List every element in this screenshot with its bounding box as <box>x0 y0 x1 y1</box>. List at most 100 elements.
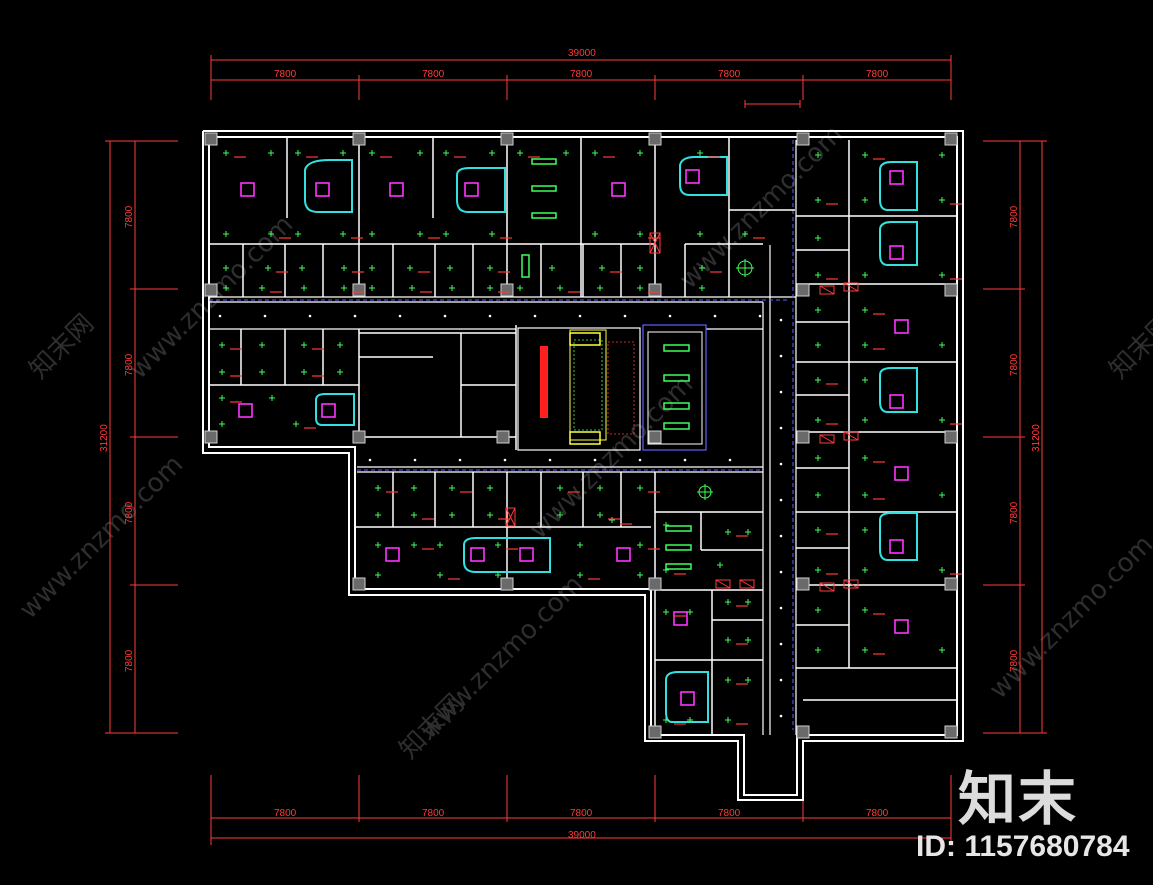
downlight-symbol <box>637 150 643 156</box>
corridor-light <box>263 314 267 318</box>
downlight-symbol <box>447 265 453 271</box>
downlight-symbol <box>375 512 381 518</box>
dimension-span-left: 7800 <box>124 205 135 228</box>
downlight-symbol <box>495 572 501 578</box>
downlight-symbol <box>663 567 669 573</box>
corridor-light <box>779 354 783 358</box>
downlight-symbol <box>219 369 225 375</box>
corridor-light <box>503 458 507 462</box>
corridor-light <box>779 714 783 718</box>
downlight-symbol <box>337 342 343 348</box>
downlight-symbol <box>687 717 693 723</box>
downlight-symbol <box>939 272 945 278</box>
watermark-text: www.znzmo.com <box>14 450 189 625</box>
downlight-symbol <box>939 492 945 498</box>
downlight-symbol <box>369 265 375 271</box>
linear-light-panels <box>521 158 692 570</box>
downlight-symbol <box>487 265 493 271</box>
corridor-light <box>218 314 222 318</box>
corridor-light-layer <box>218 314 783 718</box>
downlight-symbol <box>815 272 821 278</box>
downlight-symbol <box>341 265 347 271</box>
downlight-symbol <box>699 265 705 271</box>
corridor-light <box>779 678 783 682</box>
downlight-symbol <box>487 285 493 291</box>
room-partitions <box>209 137 957 735</box>
downlight-symbol <box>697 231 703 237</box>
downlight-symbol <box>745 599 751 605</box>
downlight-symbol <box>862 417 868 423</box>
corridor-light <box>779 498 783 502</box>
downlight-symbol <box>259 342 265 348</box>
downlight-symbol <box>301 369 307 375</box>
downlight-symbol <box>815 417 821 423</box>
dimension-span-right: 7800 <box>1009 353 1020 376</box>
downlight-symbol <box>815 455 821 461</box>
downlight-symbol <box>697 150 703 156</box>
downlight-symbol <box>299 265 305 271</box>
downlight-symbol <box>939 417 945 423</box>
downlight-symbol <box>259 369 265 375</box>
downlight-symbol <box>369 231 375 237</box>
downlight-symbol <box>862 647 868 653</box>
corridor-light <box>368 458 372 462</box>
corridor-light <box>353 314 357 318</box>
downlight-symbol <box>637 542 643 548</box>
downlight-symbol <box>487 485 493 491</box>
downlight-symbol <box>745 637 751 643</box>
watermark-text: 知末网 <box>394 689 470 765</box>
corridor-light <box>779 318 783 322</box>
shaft-symbols <box>505 232 859 592</box>
corridor-light <box>398 314 402 318</box>
dimension-span-right: 7800 <box>1009 205 1020 228</box>
dimension-span-top: 7800 <box>570 69 593 80</box>
downlight-symbol <box>337 369 343 375</box>
downlight-symbol <box>815 527 821 533</box>
downlight-symbol <box>443 150 449 156</box>
downlight-symbol <box>268 150 274 156</box>
downlight-symbol <box>862 492 868 498</box>
downlight-symbol <box>259 285 265 291</box>
corridor-light <box>488 314 492 318</box>
downlight-symbol <box>862 527 868 533</box>
downlight-symbol <box>592 150 598 156</box>
drawing-id-label: ID: 1157680784 <box>916 830 1130 863</box>
downlight-symbol <box>862 567 868 573</box>
corridor-light <box>443 314 447 318</box>
corridor-light <box>413 458 417 462</box>
watermark-text: www.znzmo.com <box>674 120 849 295</box>
downlight-symbol <box>725 529 731 535</box>
watermark-text: 知末网 <box>24 309 100 385</box>
left-dimension-chain <box>105 140 178 734</box>
structural-columns <box>204 132 958 739</box>
watermark-text: 知末网 <box>1104 309 1153 385</box>
downlight-symbol <box>409 285 415 291</box>
downlight-symbol <box>407 265 413 271</box>
downlight-layer <box>219 150 945 723</box>
downlight-symbol <box>219 342 225 348</box>
downlight-symbol <box>637 285 643 291</box>
corridor-light <box>728 458 732 462</box>
downlight-symbol <box>411 542 417 548</box>
downlight-symbol <box>223 285 229 291</box>
downlight-symbol <box>369 285 375 291</box>
downlight-symbol <box>637 572 643 578</box>
downlight-symbol <box>939 152 945 158</box>
downlight-symbol <box>745 529 751 535</box>
corridor-light <box>668 314 672 318</box>
downlight-symbol <box>437 572 443 578</box>
corridor-light <box>713 314 717 318</box>
downlight-symbol <box>517 285 523 291</box>
ceiling-fixtures <box>238 169 909 706</box>
downlight-symbol <box>301 342 307 348</box>
dimension-span-top: 7800 <box>718 69 741 80</box>
ceiling-outlines <box>304 156 918 723</box>
dimension-span-bottom: 7800 <box>422 808 445 819</box>
dimension-span-left: 7800 <box>124 501 135 524</box>
dimension-total-left: 31200 <box>99 424 110 452</box>
annotation-tag-layer <box>230 156 962 725</box>
corridor-light <box>779 606 783 610</box>
downlight-symbol <box>939 342 945 348</box>
dimension-span-left: 7800 <box>124 649 135 672</box>
